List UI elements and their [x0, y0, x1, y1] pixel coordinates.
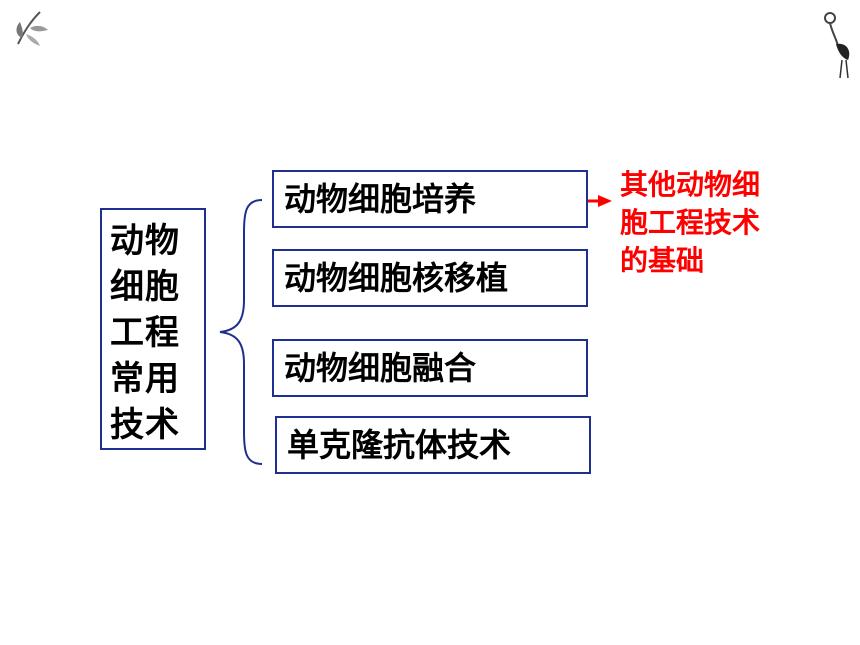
technique-nuclear-transfer: 动物细胞核移植	[272, 249, 588, 307]
brace	[219, 199, 263, 465]
technique-label: 动物细胞核移植	[284, 259, 509, 297]
arrow-head	[598, 195, 612, 207]
root-line: 动物	[110, 221, 180, 261]
ink-leaf-icon	[16, 11, 48, 46]
annotation-line: 胞工程技术	[620, 206, 761, 239]
technique-label: 动物细胞融合	[284, 349, 477, 387]
technique-label: 动物细胞培养	[284, 180, 477, 218]
annotation-line: 其他动物细	[620, 168, 761, 201]
technique-monoclonal-antibody: 单克隆抗体技术	[275, 416, 591, 474]
technique-cell-culture: 动物细胞培养	[272, 170, 588, 228]
annotation: 其他动物细 胞工程技术 的基础	[620, 166, 810, 280]
root-line: 技术	[110, 405, 180, 445]
ink-crane-icon	[824, 12, 850, 79]
technique-cell-fusion: 动物细胞融合	[272, 339, 588, 397]
technique-label: 单克隆抗体技术	[287, 426, 512, 464]
root-line: 细胞	[110, 267, 180, 307]
root-box: 动物 细胞 工程 常用 技术	[100, 208, 206, 450]
annotation-line: 的基础	[620, 244, 705, 277]
root-line: 工程	[110, 313, 180, 353]
root-line: 常用	[110, 359, 180, 399]
